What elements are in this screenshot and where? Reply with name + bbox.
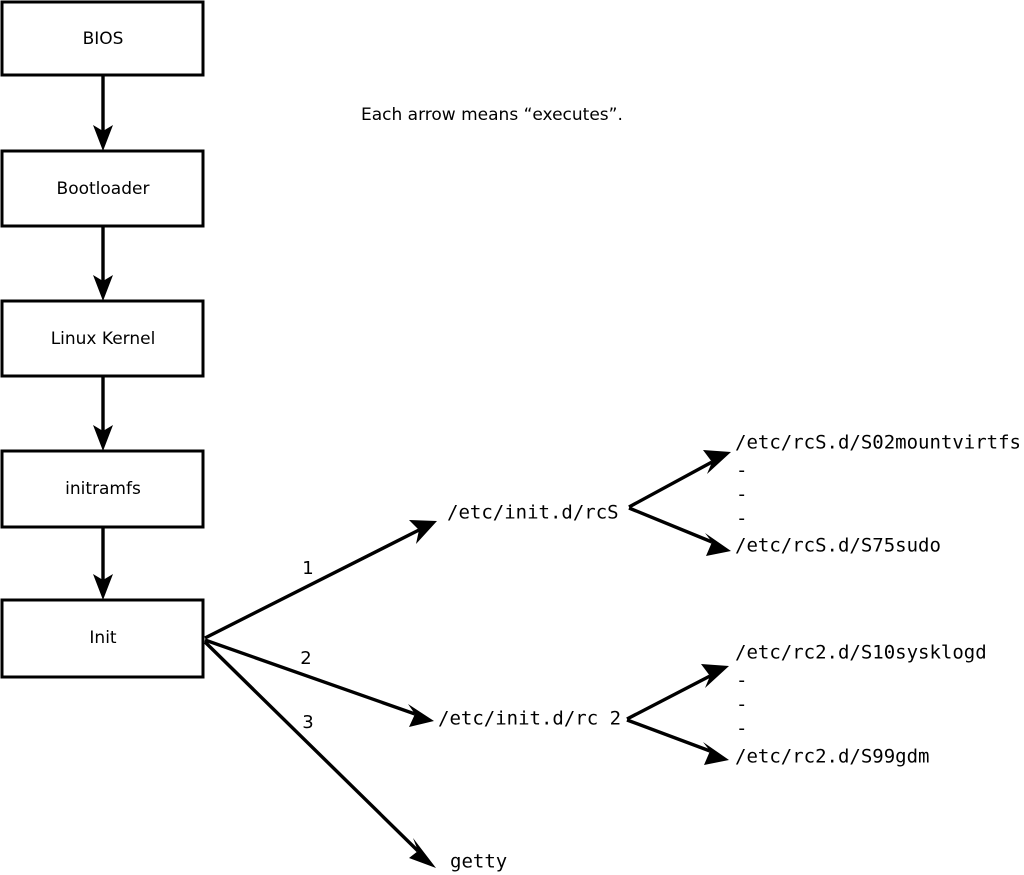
box-bootloader-rect xyxy=(0,149,205,228)
box-bios-label: BIOS xyxy=(83,29,124,49)
arrow-rc2-to-first-script xyxy=(626,664,729,721)
box-linux-kernel-label: Linux Kernel xyxy=(51,329,156,349)
arrow-rcs-to-first-script xyxy=(628,450,731,509)
box-initramfs[interactable]: initramfs xyxy=(0,449,205,529)
rcs-ellipsis-dash-1: - xyxy=(736,460,747,482)
box-linux-kernel-rect xyxy=(0,299,205,378)
rcs-ellipsis-dash-3: - xyxy=(736,508,747,530)
branch-number-1: 1 xyxy=(302,558,313,579)
label-rcs-first-script: /etc/rcS.d/S02mountvirtfs xyxy=(735,432,1021,454)
arrow-initramfs-to-init xyxy=(93,528,113,600)
label-etc-init-d-rcs: /etc/init.d/rcS xyxy=(447,502,619,524)
arrow-bios-to-bootloader xyxy=(93,76,113,151)
box-linux-kernel[interactable]: Linux Kernel xyxy=(0,299,205,378)
box-init[interactable]: Init xyxy=(0,598,205,679)
diagram-caption: Each arrow means “executes”. xyxy=(361,105,623,125)
box-initramfs-rect xyxy=(0,449,205,529)
box-bios[interactable]: BIOS xyxy=(0,0,205,77)
label-rc2-last-script: /etc/rc2.d/S99gdm xyxy=(735,746,929,768)
branch-number-2: 2 xyxy=(300,648,311,669)
box-bios-rect xyxy=(0,0,205,77)
box-bootloader[interactable]: Bootloader xyxy=(0,149,205,228)
label-rc2-first-script: /etc/rc2.d/S10sysklogd xyxy=(735,642,987,664)
arrow-init-to-rc2 xyxy=(204,638,434,727)
label-getty: getty xyxy=(450,851,507,873)
rc2-ellipsis-dash-2: - xyxy=(736,694,747,716)
rc2-ellipsis-dash-3: - xyxy=(736,718,747,740)
box-init-rect xyxy=(0,598,205,679)
branch-number-3: 3 xyxy=(302,712,313,733)
box-bootloader-label: Bootloader xyxy=(57,179,150,199)
rcs-ellipsis-dash-2: - xyxy=(736,484,747,506)
label-rcs-last-script: /etc/rcS.d/S75sudo xyxy=(735,535,941,557)
arrow-rcs-to-last-script xyxy=(628,506,731,556)
arrow-init-to-rcs xyxy=(204,520,437,640)
box-initramfs-label: initramfs xyxy=(65,479,141,499)
arrow-rc2-to-last-script xyxy=(626,718,729,765)
arrow-bootloader-to-kernel xyxy=(93,227,113,301)
arrow-kernel-to-initramfs xyxy=(93,377,113,451)
arrow-init-to-getty xyxy=(203,640,436,868)
box-init-label: Init xyxy=(89,628,117,648)
rc2-ellipsis-dash-1: - xyxy=(736,670,747,692)
label-etc-init-d-rc2: /etc/init.d/rc 2 xyxy=(438,708,621,730)
